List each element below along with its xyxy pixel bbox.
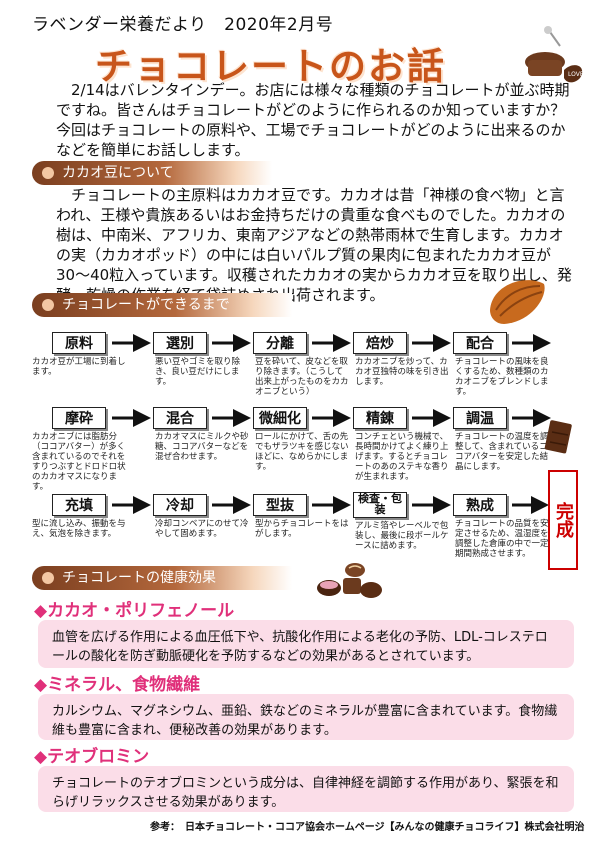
step-desc: カカオニブを炒って、カカオ豆独特の味を引き出します。 <box>355 357 449 387</box>
intro-paragraph: 2/14はバレンタインデー。お店には様々な種類のチョコレートが並ぶ時期ですね。皆… <box>56 81 570 159</box>
step-choon: 調温 <box>453 407 507 429</box>
step-baisho: 焙炒 <box>353 332 407 354</box>
step-desc: カカオマスにミルクや砂糖、ココアバターなどを混ぜ合わせます。 <box>155 432 249 462</box>
step-masai: 摩砕 <box>52 407 106 429</box>
step-genryo: 原料 <box>52 332 106 354</box>
step-desc: 型に流し込み、振動を与え、気泡を除きます。 <box>32 519 126 539</box>
health-title-theobromine: ◆テオブロミン <box>34 747 150 767</box>
step-seiren: 精錬 <box>353 407 407 429</box>
health-title-polyphenol: ◆カカオ・ポリフェノール <box>34 601 235 621</box>
health-text-mineral: カルシウム、マグネシウム、亜鉛、鉄などのミネラルが豊富に含まれています。食物繊維… <box>38 694 574 740</box>
page-title: チョコレートのお話 <box>95 45 446 88</box>
step-desc: チョコレートの品質を安定させるため、温湿度を調整した倉庫の中で一定期間熟成させま… <box>455 519 549 559</box>
step-katanuki: 型抜 <box>253 494 307 516</box>
step-bunri: 分離 <box>253 332 307 354</box>
newsletter-header: ラベンダー栄養だより 2020年2月号 <box>32 15 334 35</box>
step-desc: カカオニブには脂肪分（ココアバター）が多く含まれているのでそれをすりつぶすとドロ… <box>32 432 126 492</box>
step-reikyaku: 冷却 <box>153 494 207 516</box>
section-heading-making: チョコレートができるまで <box>32 293 292 317</box>
step-desc: 悪い豆やゴミを取り除き、良い豆だけにします。 <box>155 357 241 387</box>
step-desc: 豆を砕いて、皮などを取り除きます。（こうして出来上がったものをカカオニブという） <box>255 357 349 397</box>
step-kensa-hoso: 検査・包装 <box>353 492 407 518</box>
health-text-polyphenol: 血管を広げる作用による血圧低下や、抗酸化作用による老化の予防、LDL-コレステロ… <box>38 620 574 668</box>
step-desc: チョコレートの風味を良くするため、数種類のカカオニブをブレンドします。 <box>455 357 549 397</box>
step-jukusei: 熟成 <box>453 494 507 516</box>
health-title-mineral: ◆ミネラル、食物繊維 <box>34 675 201 695</box>
section-heading-health: チョコレートの健康効果 <box>32 566 292 590</box>
chocolate-bar-icon <box>544 420 572 454</box>
step-desc: ロールにかけて、舌の先でもザラツキを感じないほどに、なめらかにします。 <box>255 432 349 472</box>
step-desc: チョコレートの温度を調整して、含まれているココアバターを安定した結晶にします。 <box>455 432 549 472</box>
chef-chocolate-illustration: LOVE <box>525 26 584 83</box>
svg-text:LOVE: LOVE <box>568 71 584 78</box>
health-text-theobromine: チョコレートのテオブロミンという成分は、自律神経を調節する作用があり、緊張を和ら… <box>38 766 574 812</box>
chocolates-illustration <box>317 563 382 598</box>
done-label: 完成 <box>548 470 578 570</box>
reference-note: 参考： 日本チョコレート・ココア協会ホームページ【みんなの健康チョコライフ】株式… <box>150 822 585 833</box>
step-desc: 型からチョコレートをはがします。 <box>255 519 349 539</box>
step-desc: コンチェという機械で、長時間かけてよく練り上げます。するとチョコレートのあのステ… <box>355 432 449 482</box>
step-desc: 冷却コンベアにのせて冷やして固めます。 <box>155 519 249 539</box>
step-senbetsu: 選別 <box>153 332 207 354</box>
step-juten: 充填 <box>52 494 106 516</box>
step-desc: カカオ豆が工場に到着します。 <box>32 357 126 377</box>
step-kongo: 混合 <box>153 407 207 429</box>
cacao-pod-icon <box>490 280 545 324</box>
step-desc: アルミ箔やレーベルで包装し、最後に段ボールケースに詰めます。 <box>355 521 449 551</box>
step-bisaika: 微細化 <box>253 407 307 429</box>
section-heading-cacao: カカオ豆について <box>32 161 272 185</box>
step-haigo: 配合 <box>453 332 507 354</box>
